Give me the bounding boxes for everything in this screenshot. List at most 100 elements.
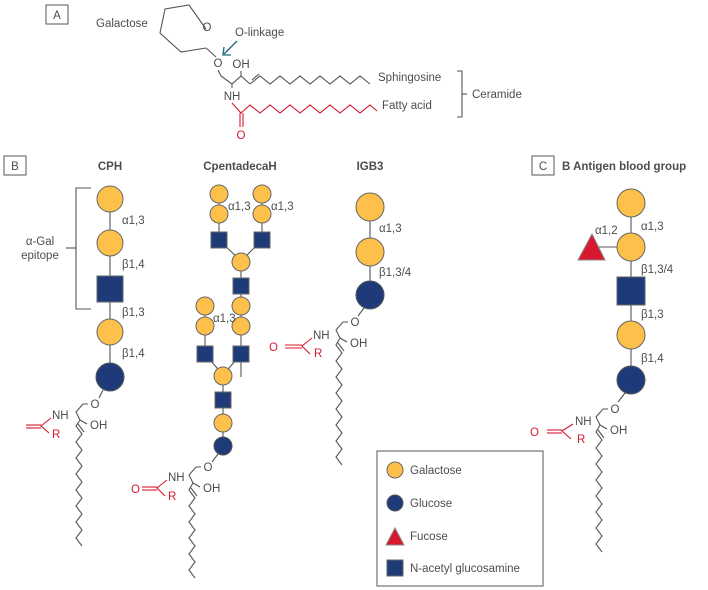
epitope-label: α-Gal xyxy=(26,236,54,248)
amide-bond xyxy=(156,479,168,497)
linkage-label: α1,3 xyxy=(228,201,251,213)
hydroxyl-label: OH xyxy=(610,425,627,437)
o-linkage-arrow-icon xyxy=(222,40,238,56)
galactose-residue xyxy=(96,318,124,346)
glcnac-residue xyxy=(214,391,232,409)
o-bond xyxy=(98,389,104,399)
ceramide-bracket xyxy=(457,70,463,118)
double-bond xyxy=(77,423,85,433)
legend-label: N-acetyl glucosamine xyxy=(410,563,520,575)
linkage-label: β1,3 xyxy=(122,307,145,319)
o-bond xyxy=(357,307,365,317)
glucose-residue xyxy=(213,436,233,456)
legend-item-glucose: Glucose xyxy=(386,494,452,512)
galactose-residue xyxy=(195,296,215,316)
ring-oxygen: O xyxy=(203,22,212,34)
galactose-residue xyxy=(231,296,251,316)
oxygen-label: O xyxy=(91,399,100,411)
linkage-label: β1,4 xyxy=(122,348,145,360)
amide-bond xyxy=(561,423,574,440)
linkage-label: β1,3/4 xyxy=(641,264,674,276)
glucose-icon xyxy=(386,494,404,512)
double-bond xyxy=(337,342,345,352)
sphingosine-label: Sphingosine xyxy=(378,72,441,84)
sphingosine-tail xyxy=(335,321,348,466)
structure-cph: CPH α1,3 β1,4 β1,3 β1,4 α-Gal epitope O xyxy=(21,161,145,547)
amine-label: NH xyxy=(52,410,69,422)
linkage-label: β1,4 xyxy=(641,353,664,365)
galactose-residue xyxy=(231,252,251,272)
glcnac-residue xyxy=(196,345,214,363)
glucose-residue xyxy=(355,280,385,310)
hydroxyl-label: OH xyxy=(232,59,249,71)
galactose-residue xyxy=(616,188,646,218)
linkage-oxygen: O xyxy=(214,58,223,70)
carbonyl-oxygen: O xyxy=(237,130,246,142)
sphingosine-tail xyxy=(595,408,608,553)
legend-box xyxy=(376,450,544,587)
cpentadecah-title: CpentadecaH xyxy=(203,161,277,173)
linkage-label: α1,3 xyxy=(122,215,145,227)
linkage-label: α1,3 xyxy=(379,223,402,235)
igb3-title: IGB3 xyxy=(357,161,384,173)
oxygen-label: O xyxy=(611,404,620,416)
r-group-label: R xyxy=(168,491,176,503)
structure-igb3: IGB3 α1,3 β1,3/4 O OH NH O R xyxy=(269,161,412,466)
glcnac-residue xyxy=(96,275,124,303)
galactose-ring xyxy=(159,4,207,53)
galactose-residue xyxy=(195,316,215,336)
legend-item-n-acetyl-glucosamine: N-acetyl glucosamine xyxy=(386,559,520,577)
galactose-residue xyxy=(213,413,233,433)
glcnac-residue xyxy=(232,277,250,295)
galactose-residue xyxy=(96,229,124,257)
panel-a: A Galactose O O-linkage O OH NH O Sphing… xyxy=(45,4,522,142)
carbonyl-oxygen: O xyxy=(131,484,140,496)
r-group-label: R xyxy=(314,348,322,360)
ceramide-b-antigen: O OH NH O R xyxy=(530,392,627,553)
fucose-icon xyxy=(385,526,405,546)
glucose-residue xyxy=(616,365,646,395)
panel-c: C B Antigen blood group α1,3 α1,2 β1,3/4… xyxy=(530,155,686,553)
panel-b-label-box xyxy=(3,155,27,176)
galactose-residue xyxy=(355,192,385,222)
hydroxyl-label: OH xyxy=(90,420,107,432)
hydroxyl-label: OH xyxy=(350,338,367,350)
panel-a-label-box xyxy=(45,4,69,25)
amide-bond xyxy=(301,337,313,355)
oxygen-label: O xyxy=(351,317,360,329)
galactose-residue xyxy=(252,204,272,224)
linkage-label: α1,3 xyxy=(213,313,236,325)
legend-item-galactose: Galactose xyxy=(386,461,462,479)
linkage-label: β1,3/4 xyxy=(379,267,412,279)
fatty-acid-chain xyxy=(231,102,378,114)
amine-label: NH xyxy=(224,91,241,103)
o-bond xyxy=(617,392,626,403)
oxygen-label: O xyxy=(204,462,213,474)
glucose-residue xyxy=(95,362,125,392)
amine-label: NH xyxy=(313,330,330,342)
sphingosine-head xyxy=(217,69,251,85)
galactose-residue xyxy=(355,237,385,267)
galactose-residue xyxy=(231,316,251,336)
double-bond xyxy=(190,487,198,497)
r-group-label: R xyxy=(52,429,60,441)
glcnac-residue xyxy=(253,231,271,249)
galactose-residue xyxy=(616,232,646,262)
glycosidic-bond xyxy=(205,47,217,58)
carbonyl-oxygen: O xyxy=(530,427,539,439)
galactose-label: Galactose xyxy=(96,18,148,30)
sphingosine-chain xyxy=(249,75,371,85)
panel-b: B CPH α1,3 β1,4 β1,3 β1,4 α-Gal epitope … xyxy=(3,155,412,579)
o-linkage-label: O-linkage xyxy=(235,27,284,39)
glcnac-residue xyxy=(210,231,228,249)
galactose-residue xyxy=(213,366,233,386)
ceramide-cpentadecah: O OH NH O R xyxy=(131,453,220,579)
panel-c-label-box xyxy=(531,155,555,176)
panel-c-title: B Antigen blood group xyxy=(562,161,686,173)
legend: Galactose Glucose Fucose N-acetyl glucos… xyxy=(376,450,544,587)
galactose-residue xyxy=(209,204,229,224)
linkage-label: β1,3 xyxy=(641,309,664,321)
amine-label: NH xyxy=(168,472,185,484)
oh-bond xyxy=(599,424,608,430)
epitope-bracket xyxy=(75,187,91,310)
